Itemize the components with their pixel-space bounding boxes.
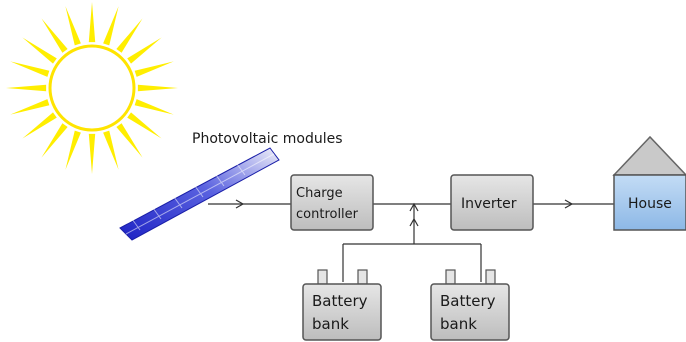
battery-bank-left: Battery bank: [303, 270, 381, 340]
sun-ray: [138, 85, 178, 91]
battery-right-label-line1: Battery: [440, 292, 496, 310]
sun-ray: [135, 61, 174, 76]
sun-icon: [6, 2, 178, 174]
inverter-box: Inverter: [451, 175, 533, 230]
sun-ray: [127, 112, 161, 138]
sun-ray: [89, 134, 95, 174]
house-icon: House: [614, 137, 686, 230]
charge-controller-box: Charge controller: [291, 175, 373, 230]
battery-right-label-line2: bank: [440, 315, 477, 333]
sun-ray: [65, 6, 80, 45]
charge-controller-label-line2: controller: [296, 207, 359, 222]
charge-controller-label-line1: Charge: [296, 186, 343, 201]
pv-modules-label: Photovoltaic modules: [192, 131, 343, 147]
battery-left-label-line1: Battery: [312, 292, 368, 310]
sun-ray: [6, 85, 46, 91]
sun-ray: [10, 99, 49, 114]
sun-ray: [103, 131, 118, 170]
sun-ray: [22, 37, 56, 63]
sun-ray: [41, 123, 67, 157]
sun-ray: [116, 18, 142, 52]
sun-ray: [10, 61, 49, 76]
battery-bank-right: Battery bank: [431, 270, 509, 340]
sun-ray: [135, 99, 174, 114]
sun-ray: [22, 112, 56, 138]
sun-ray: [65, 131, 80, 170]
sun-ray: [89, 2, 95, 42]
sun-ray: [116, 123, 142, 157]
battery-left-label-line2: bank: [312, 315, 349, 333]
sun-ray: [127, 37, 161, 63]
sun-ray: [41, 18, 67, 52]
inverter-label: Inverter: [461, 196, 517, 212]
sun-ray: [103, 6, 118, 45]
wiring: [208, 204, 614, 282]
photovoltaic-panel: [120, 148, 279, 240]
house-label: House: [628, 196, 672, 212]
